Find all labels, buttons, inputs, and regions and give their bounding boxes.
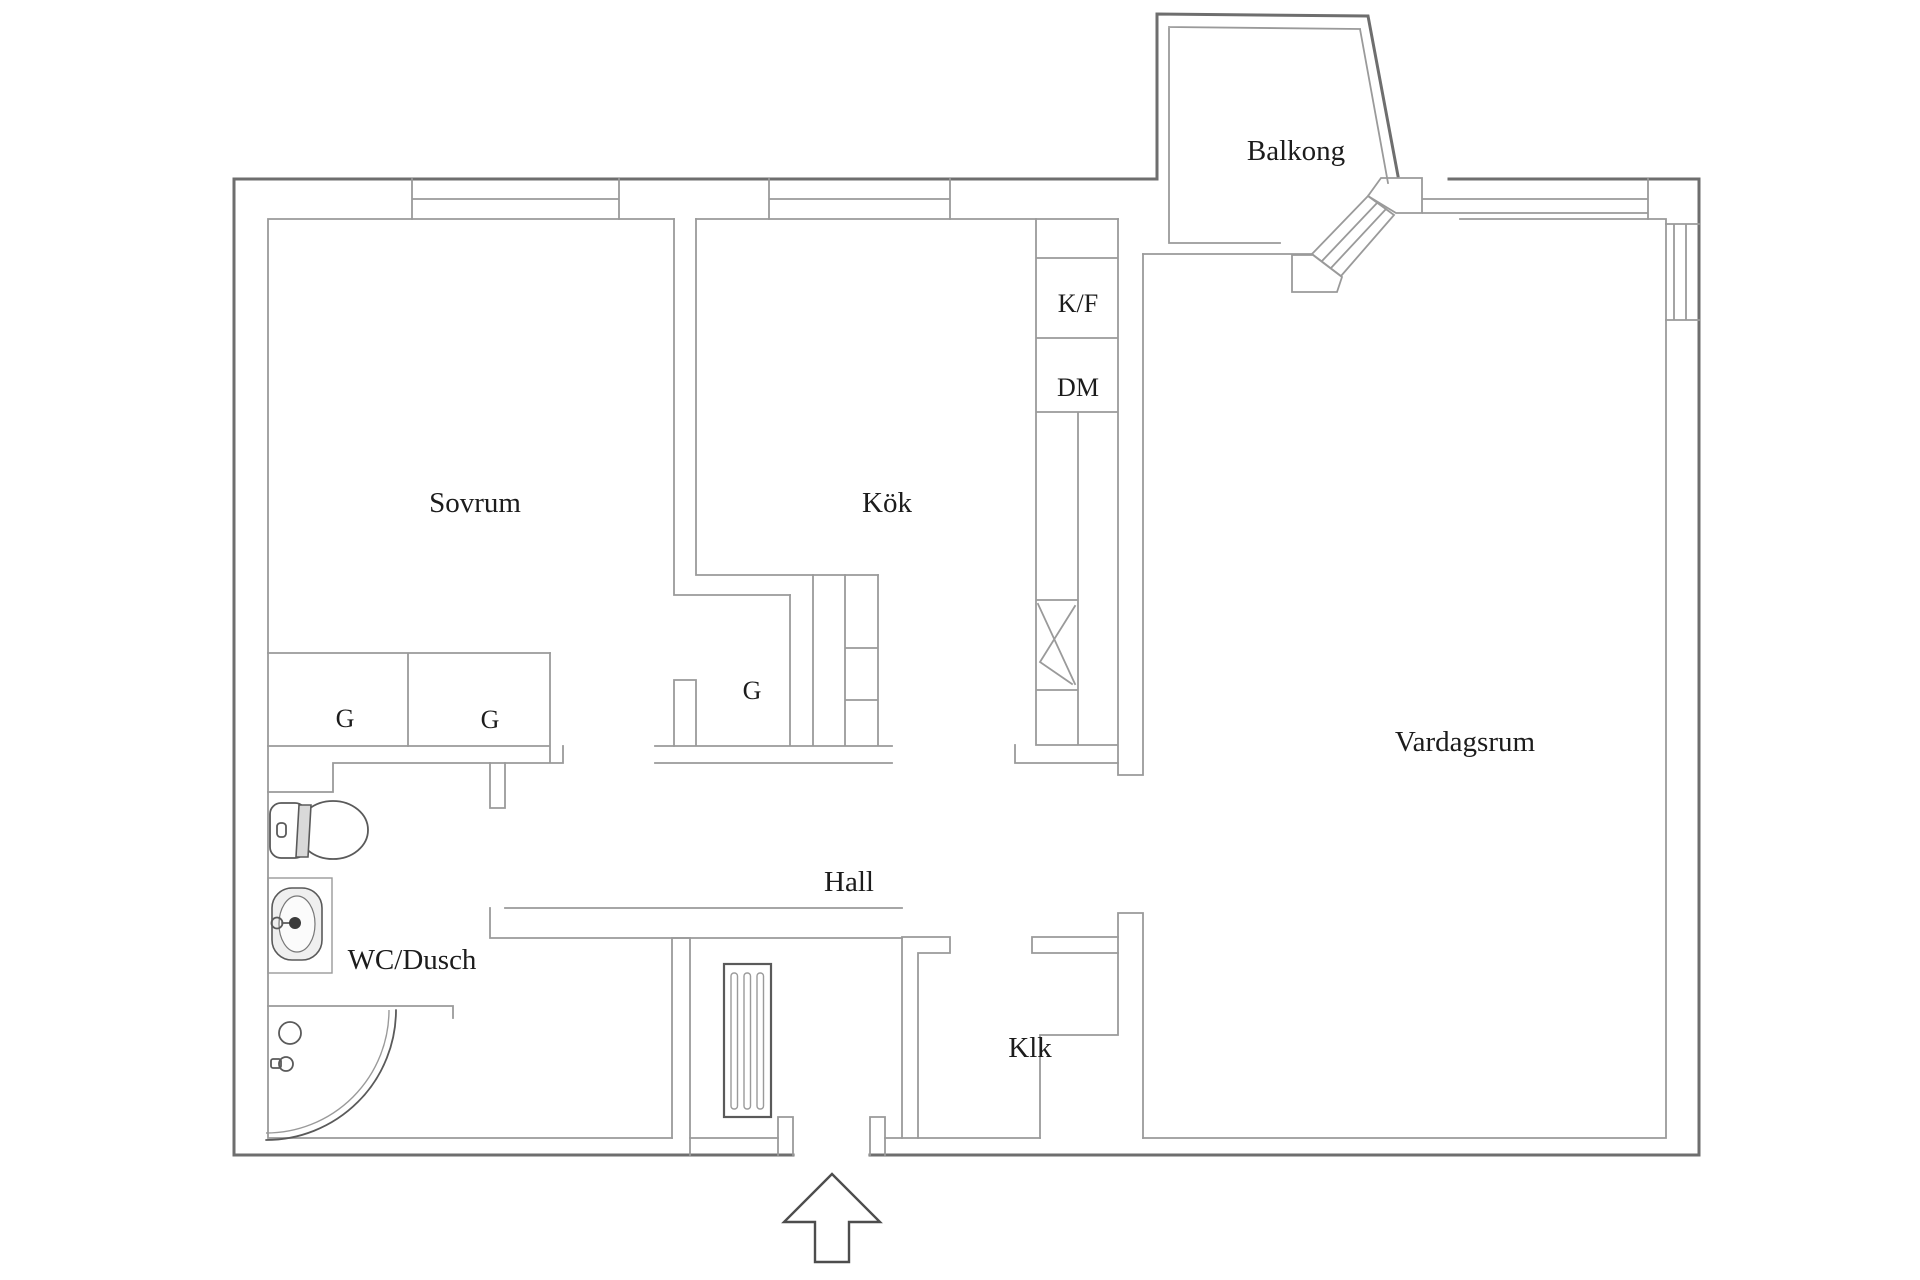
wall-wc-east xyxy=(489,762,691,1156)
klk-walls xyxy=(901,936,1119,1139)
label-g-sovrum-1: G xyxy=(336,704,355,733)
wall-kok-vardagsrum xyxy=(1117,253,1144,776)
wall-sovrum-kok xyxy=(673,218,879,747)
labels: Sovrum Kök Balkong Vardagsrum Hall WC/Du… xyxy=(336,135,1536,1064)
wall-south-of-sovrum xyxy=(267,652,893,793)
wall-hall-south xyxy=(489,907,903,939)
balcony-pier xyxy=(1291,254,1344,293)
toilet-hinge xyxy=(295,804,312,858)
inner-walls xyxy=(267,26,1700,1156)
toilet-fixture xyxy=(269,800,369,860)
wall-klk-vardagsrum xyxy=(1039,912,1144,1139)
balcony-corner-block xyxy=(1366,177,1423,214)
label-sovrum: Sovrum xyxy=(429,487,521,519)
shower-fixture xyxy=(265,1005,454,1141)
label-g-sovrum-2: G xyxy=(481,705,500,734)
kok-cabinet-column xyxy=(1014,218,1119,764)
stove-symbol xyxy=(1036,602,1077,686)
window-sovrum xyxy=(411,178,620,220)
balcony-door-band xyxy=(1310,194,1396,278)
window-vardagsrum-right xyxy=(1665,223,1700,321)
perimeter-inner-faces xyxy=(267,218,1667,1139)
wardrobe-boxes-sovrum xyxy=(267,652,551,747)
entrance-jambs xyxy=(777,1116,886,1156)
label-hall: Hall xyxy=(824,866,874,898)
kok-closet-and-counters xyxy=(789,574,879,746)
sink-fixture xyxy=(267,877,333,974)
window-kok xyxy=(768,178,951,220)
label-vardagsrum: Vardagsrum xyxy=(1395,726,1536,758)
label-kf: K/F xyxy=(1058,289,1098,318)
label-balkong: Balkong xyxy=(1247,135,1345,167)
radiator-fixture xyxy=(722,962,773,1119)
label-kok: Kök xyxy=(862,487,912,519)
label-klk: Klk xyxy=(1008,1032,1052,1064)
label-g-kok: G xyxy=(743,676,762,705)
label-dm: DM xyxy=(1057,373,1099,402)
window-vardagsrum-top xyxy=(1422,178,1649,220)
balcony-outer-wall xyxy=(1155,12,1400,181)
entrance-arrow xyxy=(781,1172,883,1264)
outer-walls xyxy=(232,12,1701,1157)
outer-wall-main xyxy=(232,177,1701,1157)
label-wc-dusch: WC/Dusch xyxy=(348,944,477,976)
balcony-inner xyxy=(1142,26,1390,255)
